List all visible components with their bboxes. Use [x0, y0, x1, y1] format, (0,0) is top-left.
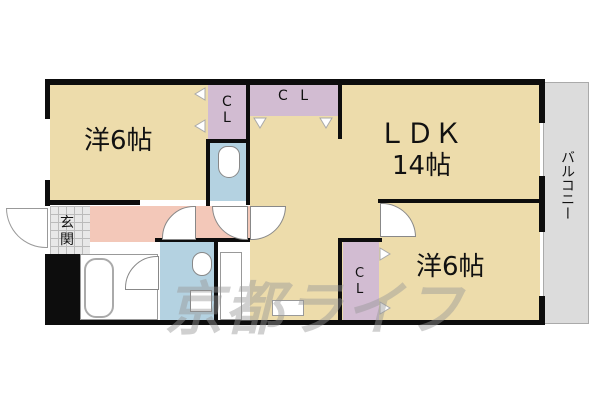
closet-1-label-l: L: [223, 110, 231, 126]
closet-2-floor: [250, 84, 340, 116]
watermark: 京都ライフ: [165, 275, 466, 343]
western-room-1-label: 洋6帖: [84, 126, 153, 156]
western-room-1-floor: [50, 84, 208, 200]
balcony-label: バルコニー: [559, 150, 575, 220]
wall-hall-bottom: [155, 238, 250, 242]
closet-2-label: C L: [278, 88, 313, 104]
ldk-label: ＬＤＫ: [378, 117, 463, 150]
closet-1-label-c: C: [222, 94, 232, 110]
kitchen-counter: [220, 252, 242, 320]
wall-room2-top: [378, 199, 545, 203]
kitchen-sink-icon: [272, 300, 304, 316]
wall-left-lower: [45, 254, 80, 324]
washbasin-icon: [192, 252, 212, 276]
wall-room1-bottom: [45, 200, 140, 205]
entrance-label-2: 関: [60, 232, 74, 248]
closet-3-floor: [343, 240, 379, 320]
wall-toilet-left: [206, 140, 210, 206]
western-room-2-label: 洋6帖: [416, 252, 485, 282]
wall-closet3-left: [338, 238, 342, 322]
wall-left-mid: [45, 180, 50, 206]
door-room2[interactable]: [380, 203, 416, 237]
balcony-floor: [543, 82, 589, 324]
wall-right-mid: [539, 176, 545, 232]
wall-bottom: [45, 320, 545, 325]
ldk-size-label: 14帖: [392, 151, 452, 181]
ldk-upper-floor: [340, 84, 540, 118]
wall-closet1-bottom: [206, 139, 250, 143]
entrance-floor: [50, 206, 90, 254]
closet-3-label-l: L: [356, 282, 364, 297]
closet-3-label-c: C: [355, 266, 365, 281]
wall-toilet-right: [246, 79, 250, 205]
bathtub-icon: [84, 258, 114, 318]
wall-right-top: [539, 79, 545, 123]
wall-left-upper: [45, 79, 50, 119]
entrance-label-1: 玄: [60, 215, 74, 231]
wall-washroom-right: [214, 240, 218, 322]
wall-top: [45, 79, 545, 85]
washing-machine-icon: [190, 290, 212, 312]
wall-right-bottom: [539, 296, 545, 325]
closet-1-floor: [208, 84, 246, 140]
wall-closet3-top: [338, 238, 382, 242]
toilet-icon: [218, 146, 240, 178]
wall-ldk-partition: [338, 79, 342, 139]
